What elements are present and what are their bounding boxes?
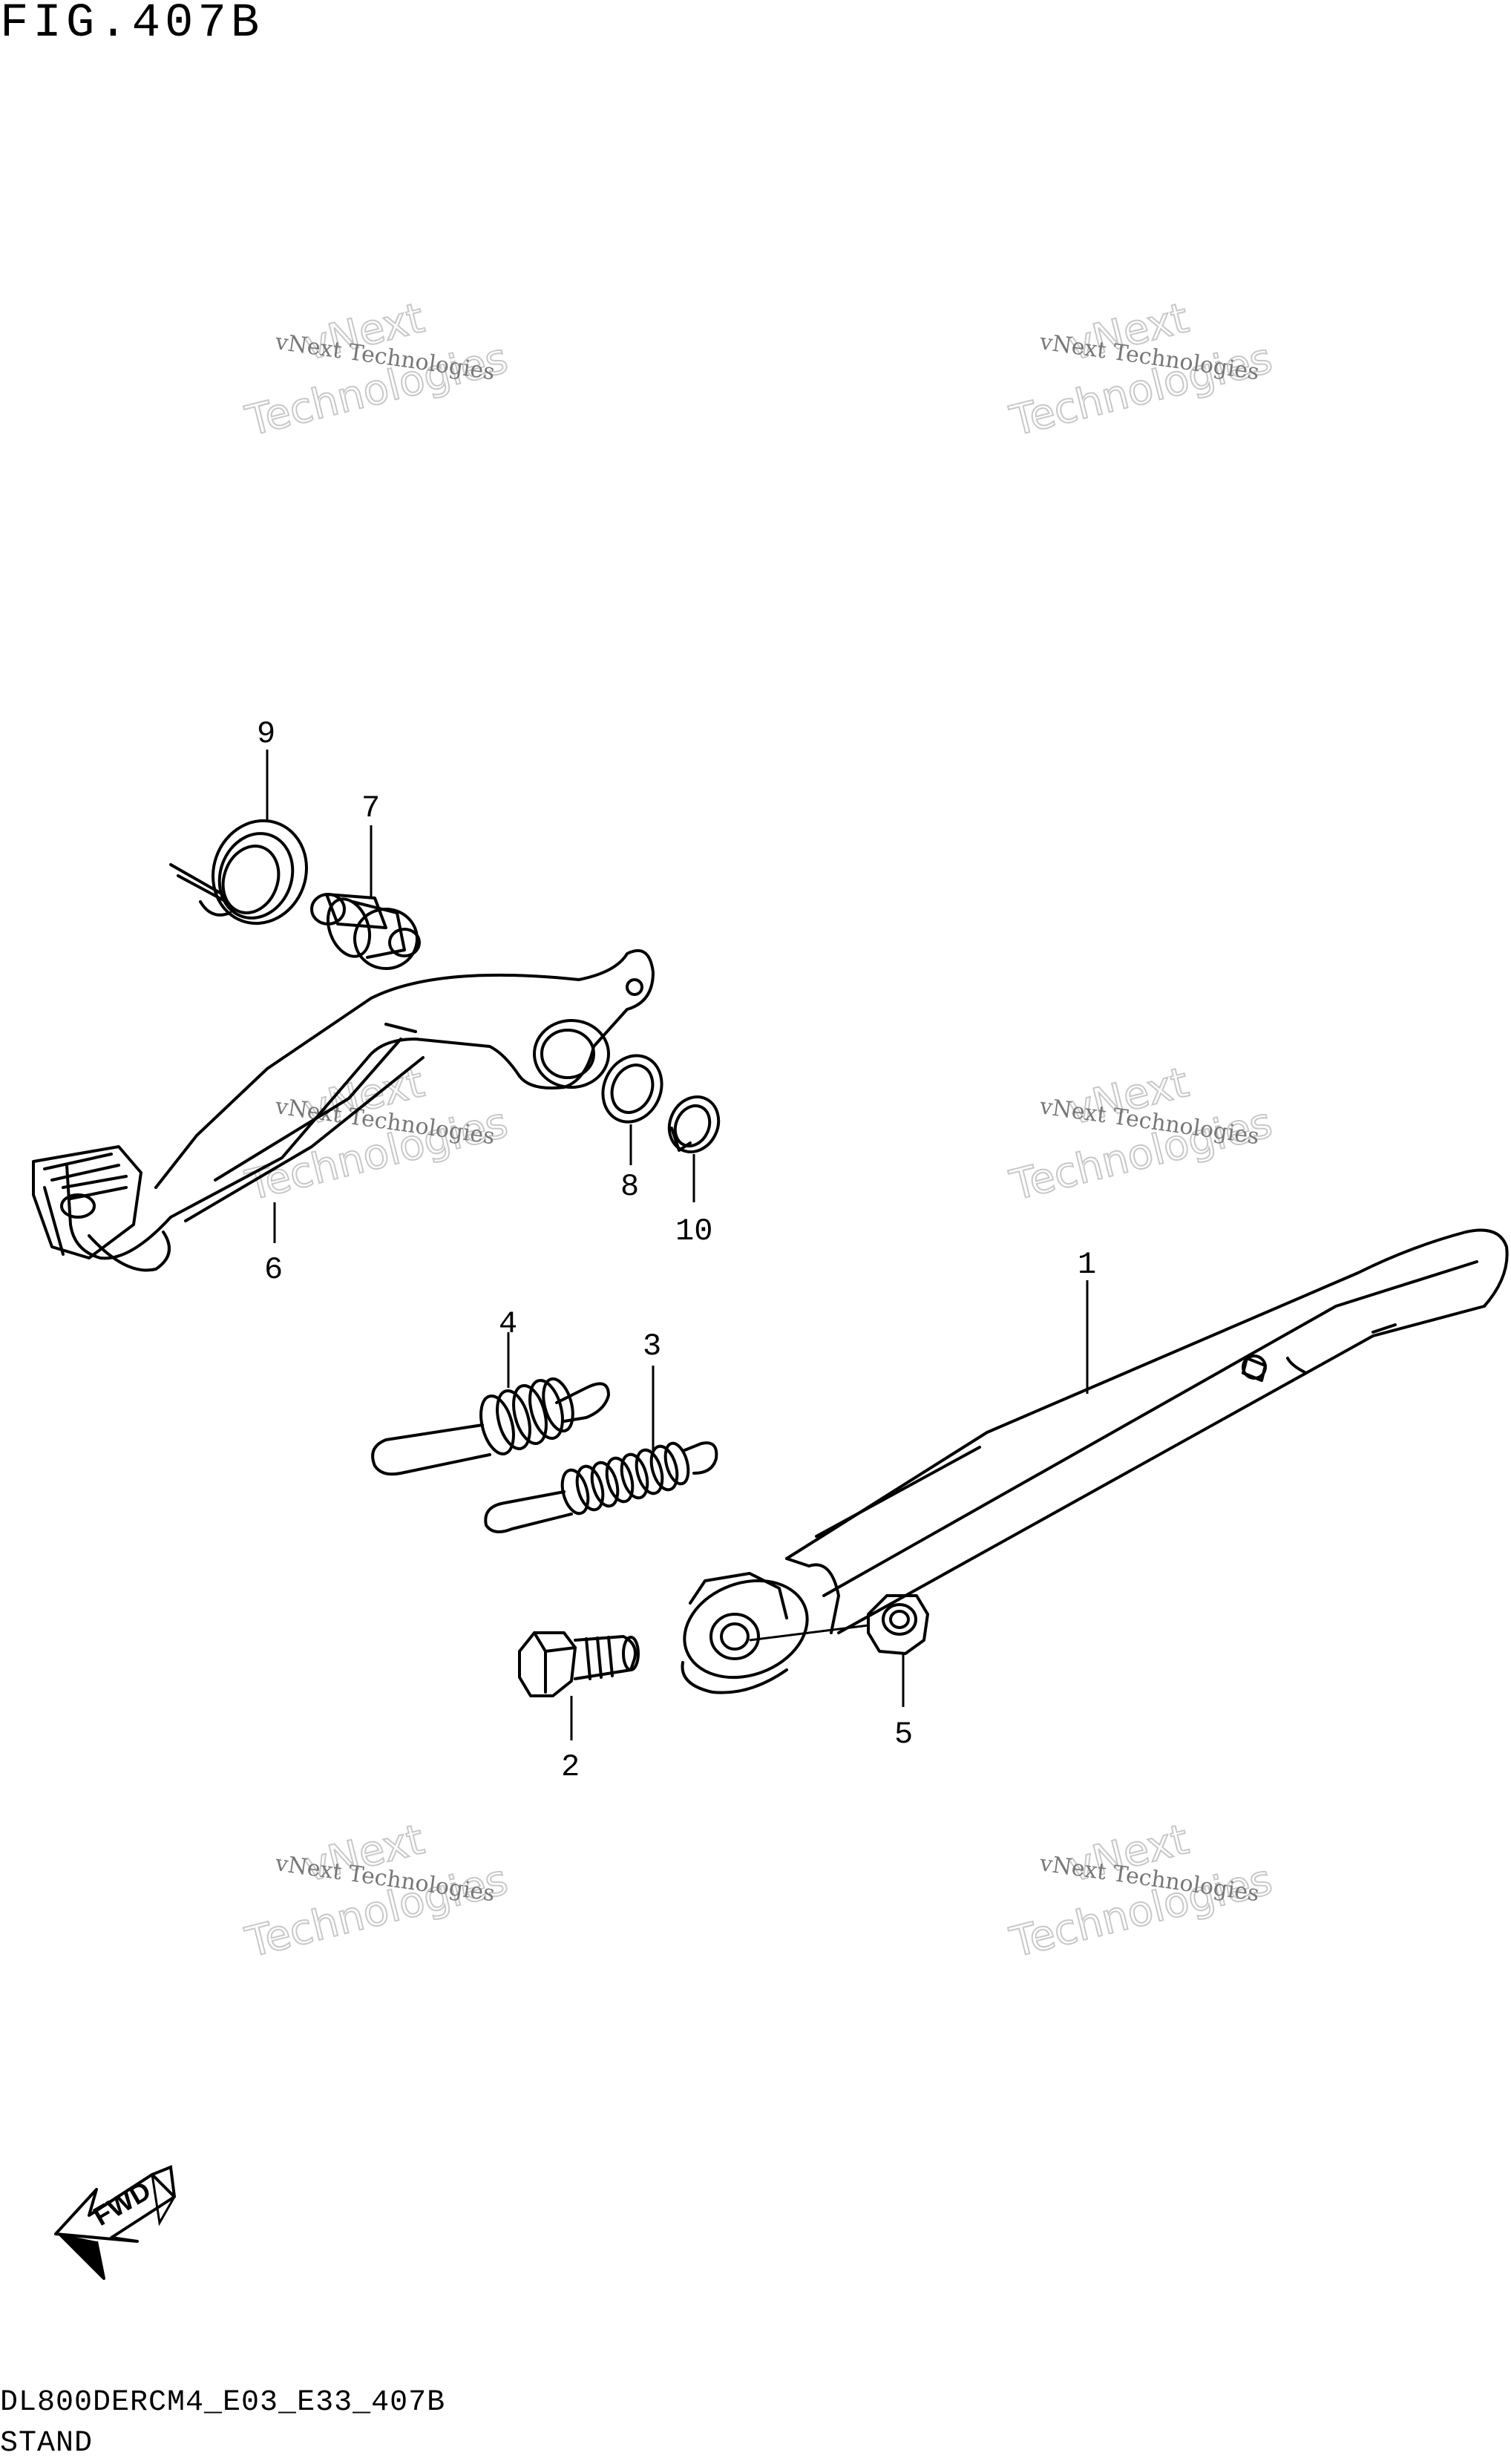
- figure-name: STAND: [0, 2427, 94, 2460]
- callout-9: 9: [257, 716, 275, 752]
- callout-8: 8: [620, 1169, 639, 1205]
- part-1-side-stand: [681, 1228, 1509, 1694]
- callout-6: 6: [264, 1252, 283, 1288]
- callout-1: 1: [1078, 1247, 1096, 1282]
- callout-10: 10: [675, 1213, 712, 1249]
- leader-lines: [266, 750, 1089, 1740]
- fwd-arrow-icon: FWD: [54, 2165, 176, 2280]
- part-9-spring: [169, 819, 308, 925]
- callout-3: 3: [643, 1328, 661, 1364]
- part-6-stand-arm: [32, 948, 655, 1272]
- part-7-pivot-pin: [310, 893, 421, 970]
- callout-5: 5: [894, 1717, 913, 1752]
- part-8-washer: [601, 1054, 663, 1124]
- part-5-nut: [867, 1594, 929, 1655]
- part-3-spring: [484, 1441, 718, 1533]
- figure-title: FIG.407B: [0, 0, 264, 50]
- part-4-spring: [371, 1377, 610, 1476]
- part-10-circlip: [667, 1095, 721, 1153]
- callout-2: 2: [561, 1749, 580, 1785]
- part-2-bolt: [518, 1631, 640, 1697]
- callout-7: 7: [361, 790, 380, 826]
- callout-4: 4: [499, 1306, 517, 1342]
- figure-code: DL800DERCM4_E03_E33_407B: [0, 2386, 446, 2419]
